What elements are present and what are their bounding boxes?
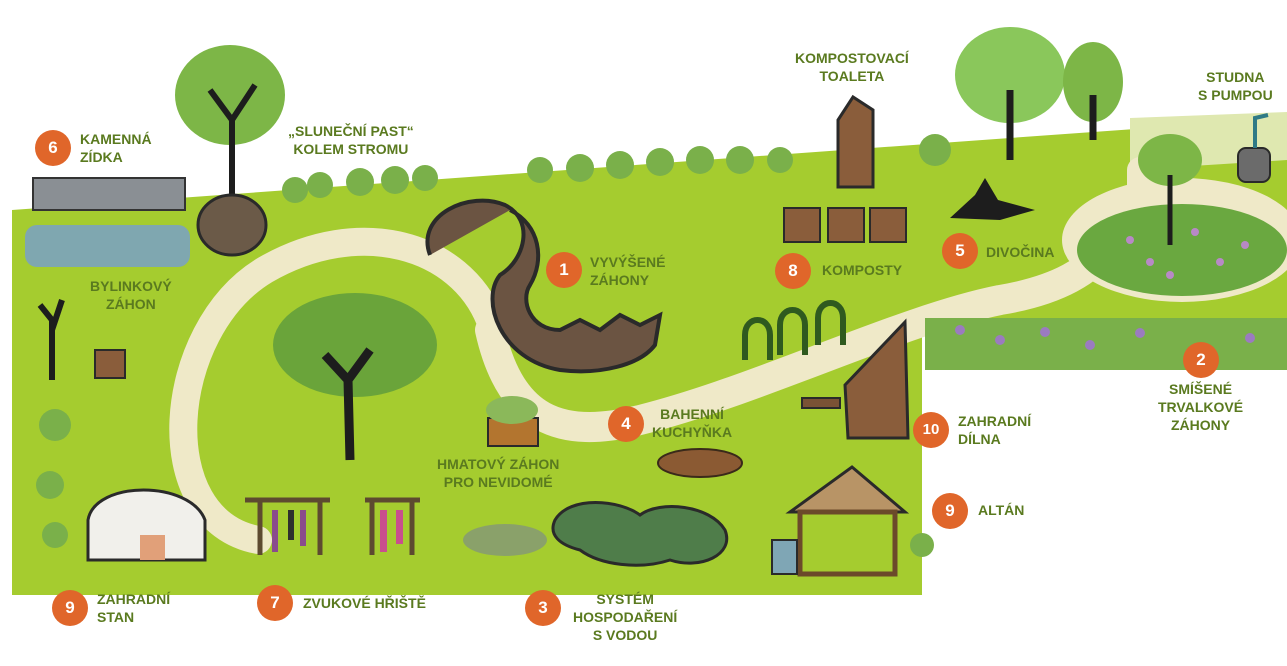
suntrap-stone-ring [196, 193, 268, 257]
central-tree-crown [273, 293, 437, 397]
badge-area-5: 5 [942, 233, 978, 269]
water-plants [463, 524, 547, 556]
mud-kitchen-patch [657, 448, 743, 478]
label-area-8: KOMPOSTY [822, 262, 903, 278]
chimes-tubes [272, 510, 403, 552]
label-sun-trap: „SLUNEČNÍ PAST“KOLEM STROMU [288, 123, 414, 157]
wildflower-bed [1077, 204, 1287, 296]
shrubs-left [36, 409, 934, 557]
well-tree-crown [1138, 134, 1202, 186]
badge-area-7: 7 [257, 585, 293, 621]
badge-area-2: 2 [1183, 342, 1219, 378]
central-tree-trunk [321, 347, 374, 461]
wild-tree-trunks [1006, 90, 1097, 160]
suntrap-tree-crown [175, 45, 285, 145]
shrubs-back [282, 134, 951, 203]
yurt-door [140, 535, 165, 560]
chimes-icon [245, 497, 420, 555]
badge-area-8: 8 [775, 253, 811, 289]
wildflowers [1126, 228, 1249, 279]
yurt-icon [86, 488, 207, 562]
suntrap-tree-trunk [207, 83, 258, 215]
tactile-planter-plants [486, 396, 538, 424]
compost-bin-icon [783, 207, 907, 243]
pond-icon [551, 501, 729, 567]
wild-stump [950, 178, 1035, 220]
small-compost [94, 349, 126, 379]
wild-tree-crown-1 [955, 27, 1065, 123]
badge-area-10: 10 [913, 412, 949, 448]
herb-bed [25, 225, 190, 267]
dead-tree [37, 299, 65, 380]
badge-area-4: 4 [608, 406, 644, 442]
badge-area-9-stan: 9 [52, 590, 88, 626]
gazebo-body [797, 509, 898, 577]
workshop-bench [801, 397, 841, 409]
compost-toilet-icon [836, 94, 875, 189]
wild-tree-crown-2 [1063, 42, 1123, 122]
spiral-bed-icon [425, 198, 663, 374]
badge-area-6: 6 [35, 130, 71, 166]
perennials-bed [925, 318, 1287, 370]
label-area-7: ZVUKOVÉ HŘIŠTĚ [303, 595, 426, 611]
shed-icon [843, 318, 910, 440]
badge-area-9-altan: 9 [932, 493, 968, 529]
perennials-flowers [955, 325, 1255, 350]
well-pump-icon [1237, 147, 1271, 183]
badge-area-3: 3 [525, 590, 561, 626]
label-area-5: DIVOČINA [986, 244, 1055, 260]
plant-arches [742, 300, 846, 360]
well-pump-handle [1253, 113, 1269, 148]
badge-area-1: 1 [546, 252, 582, 288]
rain-barrel-icon [771, 539, 798, 575]
gabion-wall-icon [32, 177, 186, 211]
label-area-9-altan: ALTÁN [978, 502, 1025, 518]
